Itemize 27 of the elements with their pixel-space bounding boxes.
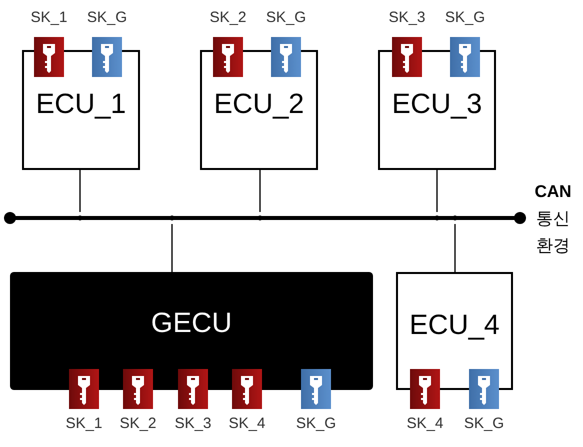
key-label: SK_G [444, 10, 486, 25]
box-label: ECU_3 [392, 90, 482, 118]
key-label: SK_2 [210, 10, 246, 25]
key-label: SK_4 [228, 416, 266, 431]
box-label: ECU_1 [36, 90, 126, 118]
ecu-box [396, 272, 513, 390]
gateway-box [10, 272, 373, 390]
bus-line [4, 212, 526, 224]
key-label: SK_2 [120, 416, 156, 431]
box-label: ECU_4 [409, 311, 500, 339]
key-label: SK_1 [30, 10, 68, 25]
connector-line [79, 170, 81, 212]
key-label: SK_G [266, 10, 306, 25]
key-label: SK_1 [66, 416, 102, 431]
box-label: GECU [151, 309, 232, 337]
connector-line [454, 224, 456, 272]
key-label: SK_4 [406, 416, 444, 431]
box-label: ECU_2 [214, 90, 304, 118]
key-label: SK_G [296, 416, 336, 431]
key-label: SK_3 [388, 10, 426, 25]
connector-line [259, 170, 261, 212]
connector-line [171, 224, 173, 272]
network-label: CAN 통신 환경 [534, 181, 572, 257]
key-label: SK_3 [174, 416, 212, 431]
connector-line [436, 170, 438, 212]
key-label: SK_G [464, 416, 504, 431]
key-label: SK_G [86, 10, 128, 25]
